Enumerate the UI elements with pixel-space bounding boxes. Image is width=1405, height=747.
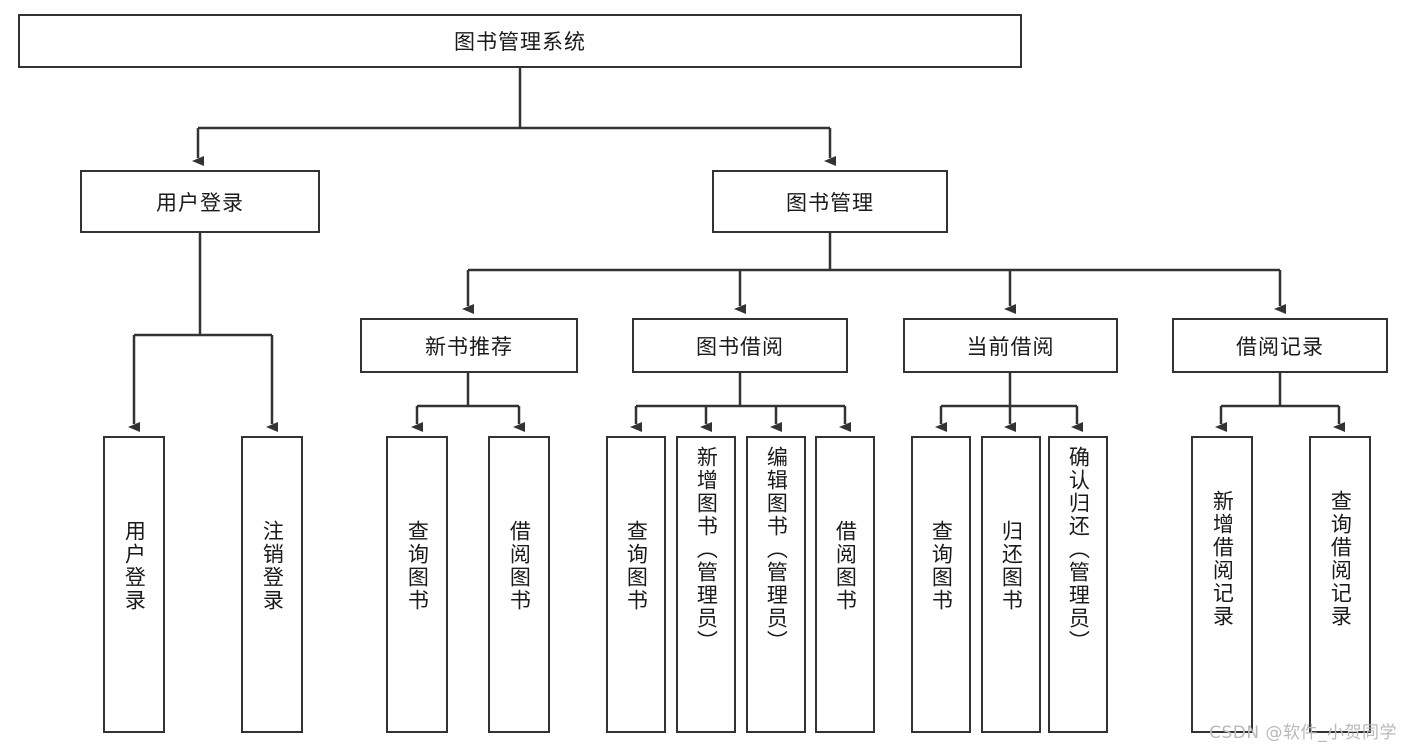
node-label: 查询图书: [405, 520, 430, 612]
leaf-new-book-query-books[interactable]: 查询图书: [386, 436, 448, 733]
node-label: 用户登录: [156, 190, 244, 215]
node-label: 图书管理系统: [454, 30, 586, 54]
leaf-user-login-logout[interactable]: 注销登录: [241, 436, 303, 733]
node-label: 查询借阅记录: [1328, 490, 1353, 628]
node-label: 新增图书（管理员）: [694, 446, 719, 653]
node-root-book-management-system[interactable]: 图书管理系统: [18, 14, 1022, 68]
leaf-book-borrow-edit-book-admin[interactable]: 编辑图书（管理员）: [746, 436, 806, 733]
node-label: 借阅图书: [833, 520, 858, 612]
node-label: 图书管理: [786, 190, 874, 215]
leaf-borrow-record-query-record[interactable]: 查询借阅记录: [1309, 436, 1371, 733]
leaf-book-borrow-add-book-admin[interactable]: 新增图书（管理员）: [676, 436, 736, 733]
leaf-borrow-record-add-record[interactable]: 新增借阅记录: [1191, 436, 1253, 733]
node-label: 归还图书: [999, 520, 1024, 612]
node-label: 确认归还（管理员）: [1066, 446, 1091, 653]
node-label: 新书推荐: [425, 334, 513, 359]
node-current-borrow[interactable]: 当前借阅: [903, 318, 1118, 373]
leaf-new-book-borrow-books[interactable]: 借阅图书: [488, 436, 550, 733]
node-label: 当前借阅: [966, 334, 1055, 359]
leaf-book-borrow-query-books[interactable]: 查询图书: [606, 436, 666, 733]
node-new-book-recommendation[interactable]: 新书推荐: [360, 318, 578, 373]
leaf-current-borrow-return-books[interactable]: 归还图书: [981, 436, 1041, 733]
node-borrow-record[interactable]: 借阅记录: [1172, 318, 1388, 373]
leaf-current-borrow-confirm-return-admin[interactable]: 确认归还（管理员）: [1048, 436, 1108, 733]
node-user-login[interactable]: 用户登录: [80, 170, 320, 233]
node-label: 查询图书: [929, 520, 954, 612]
node-label: 借阅记录: [1236, 334, 1324, 359]
node-label: 注销登录: [260, 520, 285, 612]
node-label: 编辑图书（管理员）: [764, 446, 789, 653]
leaf-book-borrow-borrow-books[interactable]: 借阅图书: [815, 436, 875, 733]
node-book-borrow[interactable]: 图书借阅: [632, 318, 848, 373]
node-book-management[interactable]: 图书管理: [712, 170, 948, 233]
node-label: 查询图书: [624, 520, 649, 612]
leaf-current-borrow-query-books[interactable]: 查询图书: [911, 436, 971, 733]
leaf-user-login-login[interactable]: 用户登录: [103, 436, 165, 733]
node-label: 借阅图书: [507, 520, 532, 612]
node-label: 用户登录: [122, 520, 147, 612]
node-label: 新增借阅记录: [1210, 490, 1235, 628]
node-label: 图书借阅: [696, 334, 784, 359]
